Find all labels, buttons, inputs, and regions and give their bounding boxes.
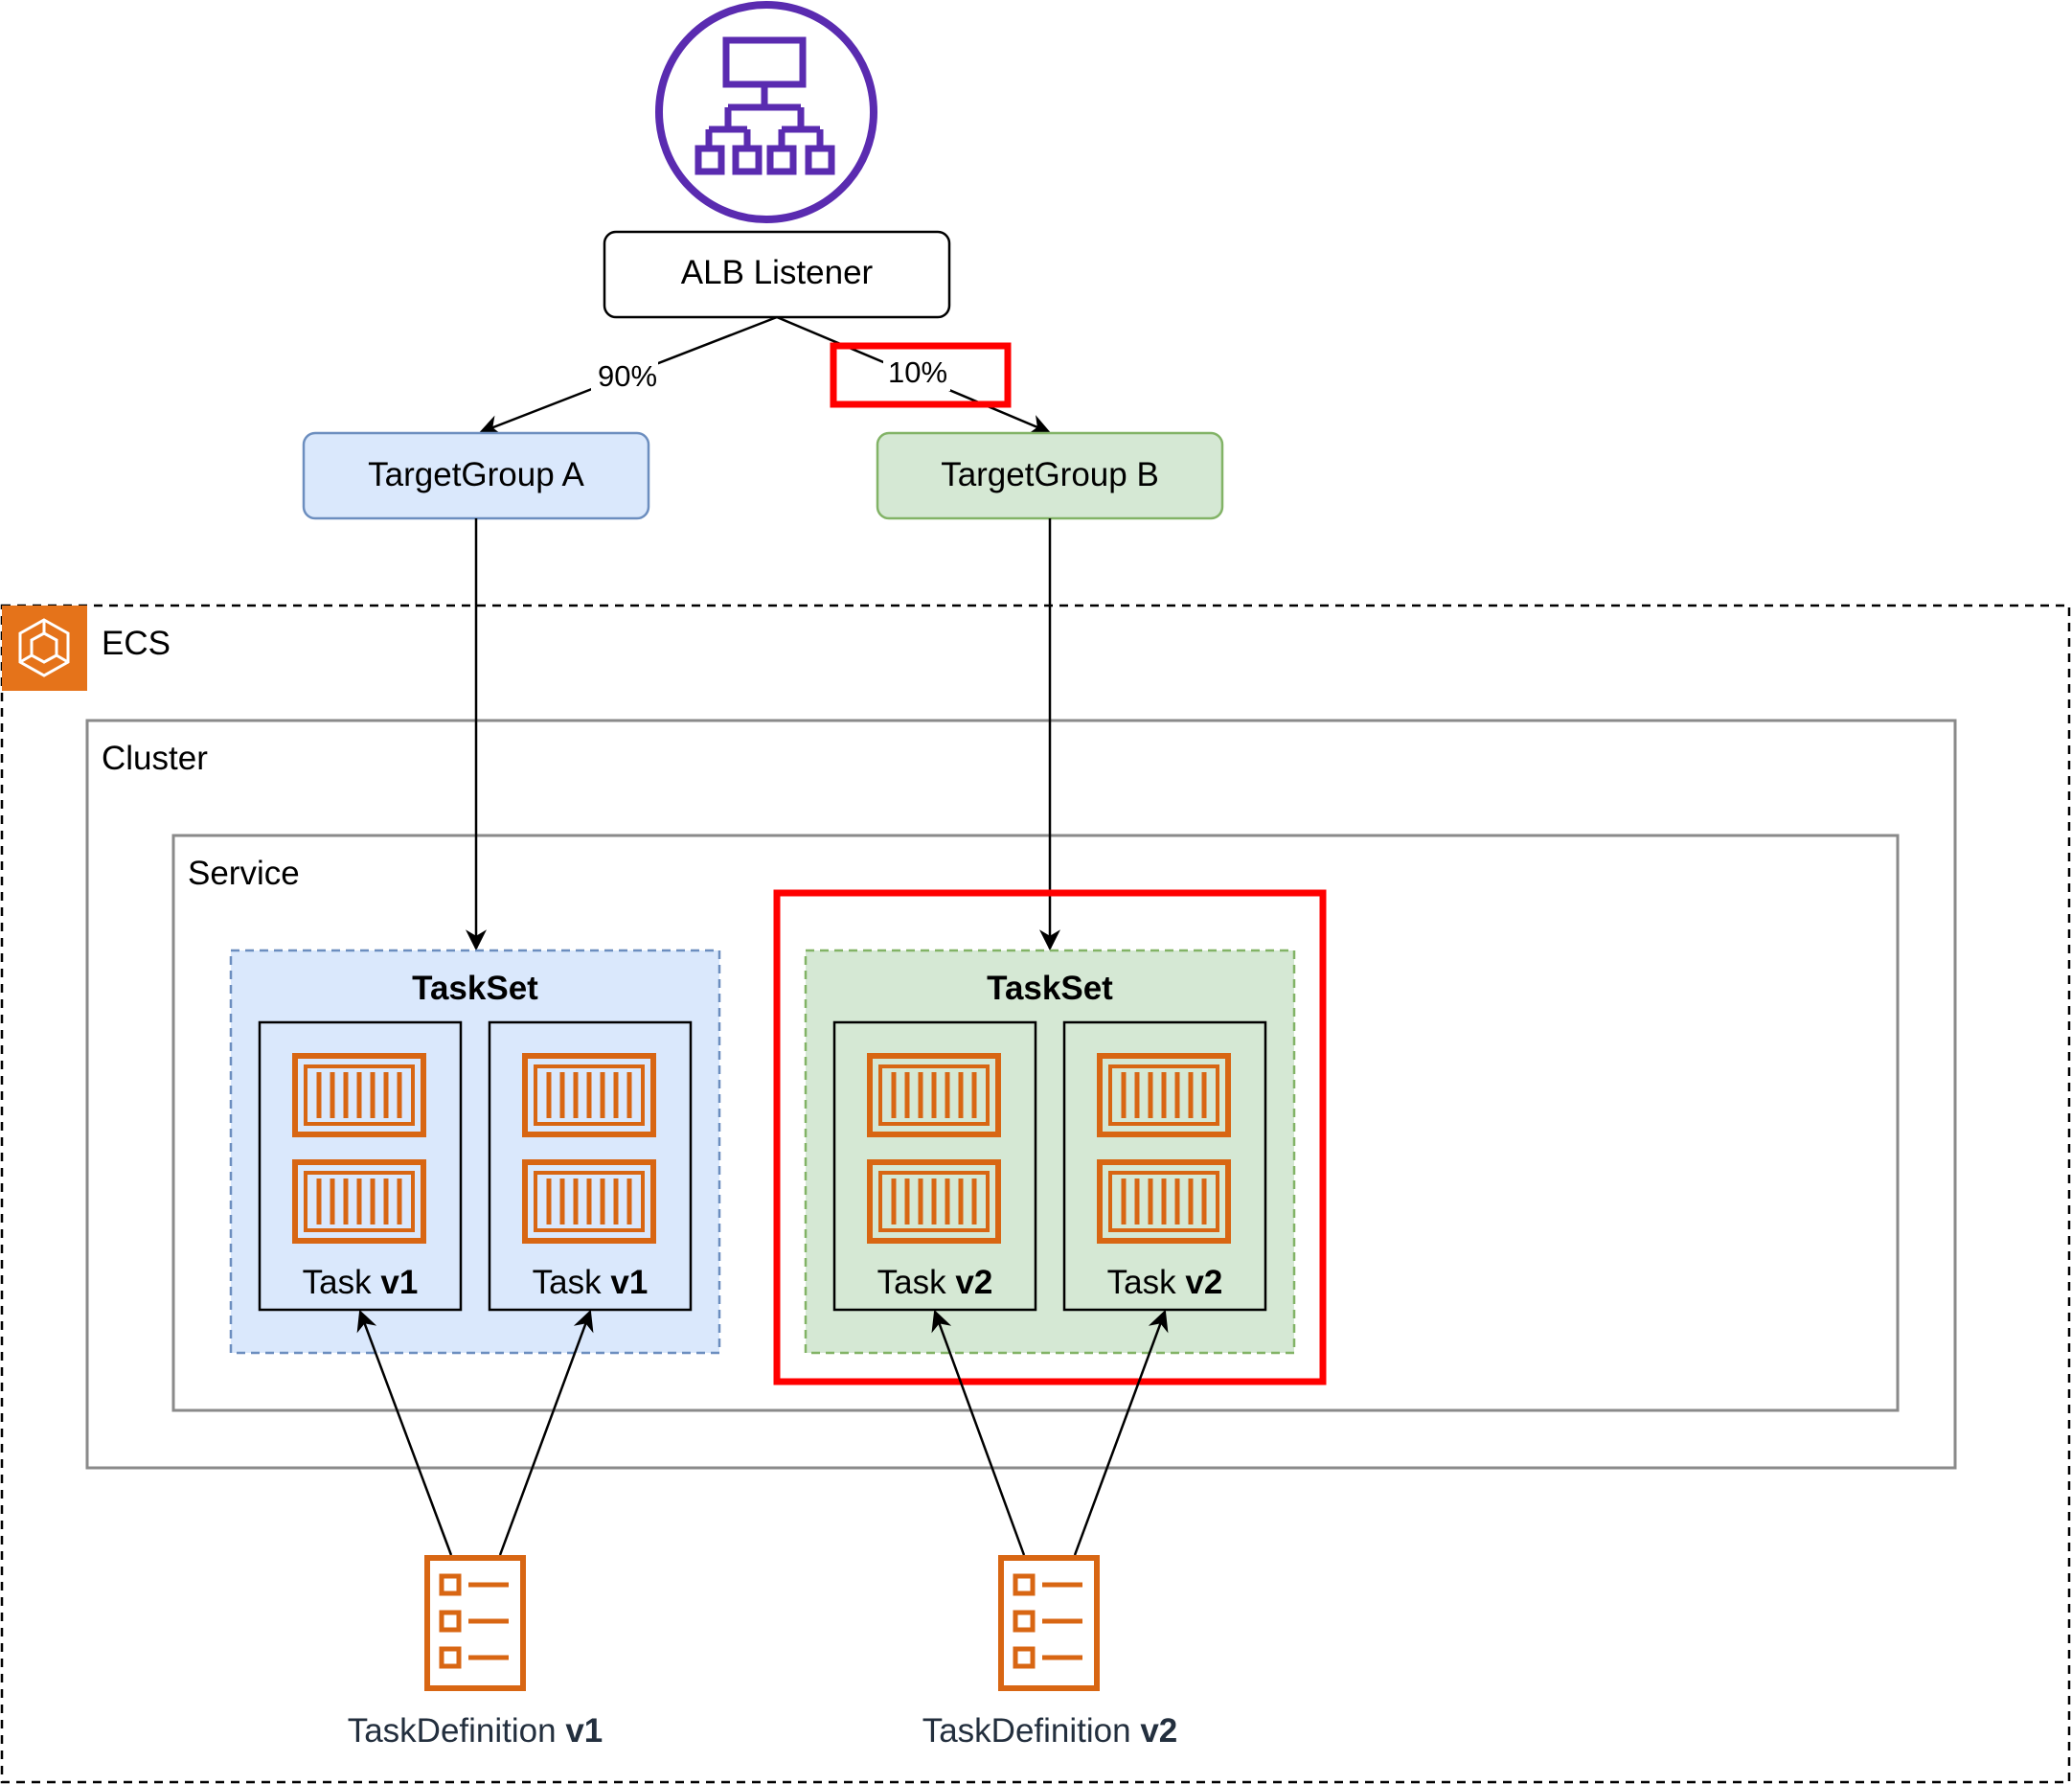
task-definition-v2[interactable]: TaskDefinition v2: [922, 1558, 1178, 1750]
load-balancer-icon: [655, 1, 877, 223]
weight-label-bg-a: [591, 355, 658, 395]
taskdef-v2-to-task-b1-line: [931, 1309, 1026, 1556]
taskset-b-title: TaskSet: [987, 970, 1113, 1007]
task-b2-label: Task v2: [1107, 1264, 1223, 1301]
target-group-b-label: TargetGroup B: [941, 456, 1159, 493]
cluster-group: [85, 719, 1957, 1470]
task-b1-label: Task v2: [877, 1264, 993, 1301]
alb-listener-box[interactable]: ALB Listener: [603, 230, 951, 319]
taskset-a-title: TaskSet: [412, 970, 538, 1007]
task-definition-icon: [427, 1558, 523, 1688]
alb-listener-label: ALB Listener: [681, 254, 874, 291]
target-group-a-label: TargetGroup A: [368, 456, 584, 493]
ecs-group: [0, 604, 2071, 1784]
task-a2-label: Task v1: [533, 1264, 649, 1301]
service-group: [171, 834, 1900, 1412]
task-definition-v1[interactable]: TaskDefinition v1: [348, 1558, 603, 1750]
ecs-icon: [2, 606, 87, 691]
taskdef-v1-to-task-a2-line: [498, 1309, 594, 1556]
task-a1-label: Task v1: [303, 1264, 419, 1301]
target-group-b[interactable]: TargetGroup B: [876, 431, 1224, 520]
weight-label-bg-b: [883, 353, 950, 391]
task-a1[interactable]: Task v1: [258, 1020, 463, 1312]
target-group-a[interactable]: TargetGroup A: [302, 431, 650, 520]
route-weight-b: 10%: [888, 355, 947, 389]
route-weight-a: 90%: [598, 359, 657, 393]
task-definition-v1-label: TaskDefinition v1: [348, 1712, 603, 1750]
cluster-label: Cluster: [102, 740, 208, 777]
taskset-b[interactable]: TaskSet: [804, 949, 1296, 1355]
task-definition-v2-label: TaskDefinition v2: [922, 1712, 1178, 1750]
ecs-label: ECS: [102, 625, 171, 662]
taskset-a[interactable]: TaskSet: [229, 949, 721, 1355]
taskdef-v2-to-task-b2-line: [1073, 1309, 1169, 1556]
highlight-weight-b: [830, 342, 1012, 408]
highlight-taskset-b: [773, 889, 1327, 1385]
taskdef-v1-to-task-a1-line: [356, 1309, 453, 1556]
service-label: Service: [188, 855, 300, 892]
task-b1[interactable]: Task v2: [832, 1020, 1037, 1312]
task-definition-icon: [1001, 1558, 1097, 1688]
